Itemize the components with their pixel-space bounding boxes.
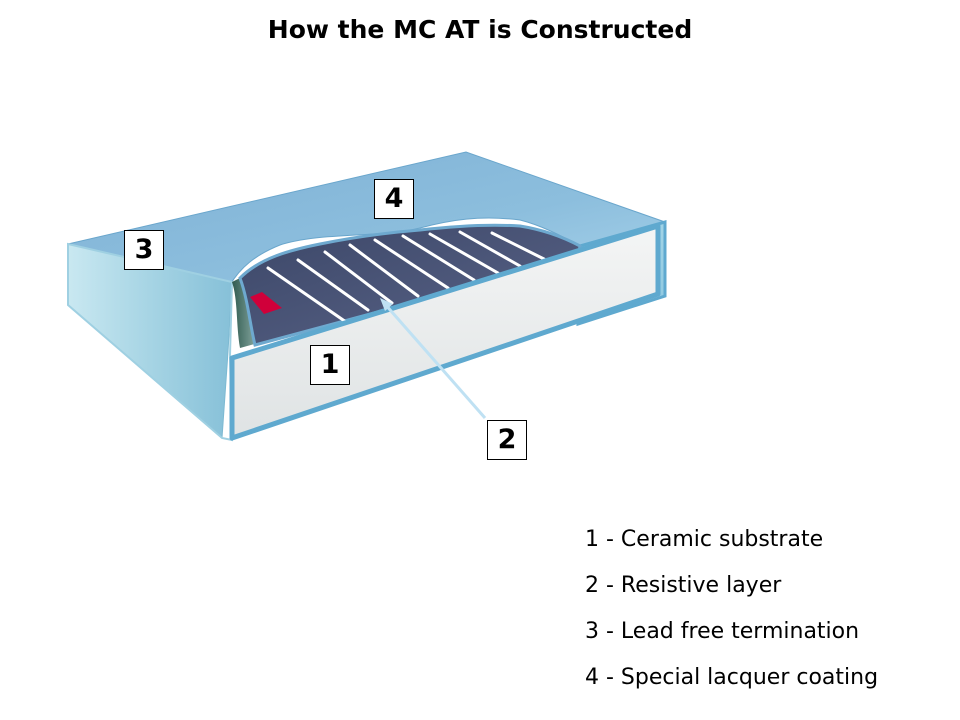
ceramic-substrate-front <box>229 223 661 441</box>
legend-item-lacquer: 4 - Special lacquer coating <box>585 665 879 690</box>
electrode <box>250 292 282 314</box>
callout-2: 2 <box>487 420 527 460</box>
callout-1: 1 <box>310 345 350 385</box>
resistive-trim-lines <box>266 230 546 324</box>
legend-item-substrate: 1 - Ceramic substrate <box>585 527 824 552</box>
callout-4: 4 <box>374 179 414 219</box>
lacquer-coating-top <box>67 151 667 286</box>
page-title: How the MC AT is Constructed <box>267 15 693 44</box>
callout-2-pointer <box>380 298 487 419</box>
callout-3: 3 <box>124 230 164 270</box>
resistive-layer <box>238 223 582 347</box>
legend-item-resistive-layer: 2 - Resistive layer <box>585 573 782 598</box>
legend-item-termination: 3 - Lead free termination <box>585 619 860 644</box>
component-legend: 1 - Ceramic substrate 2 - Resistive laye… <box>585 525 878 709</box>
